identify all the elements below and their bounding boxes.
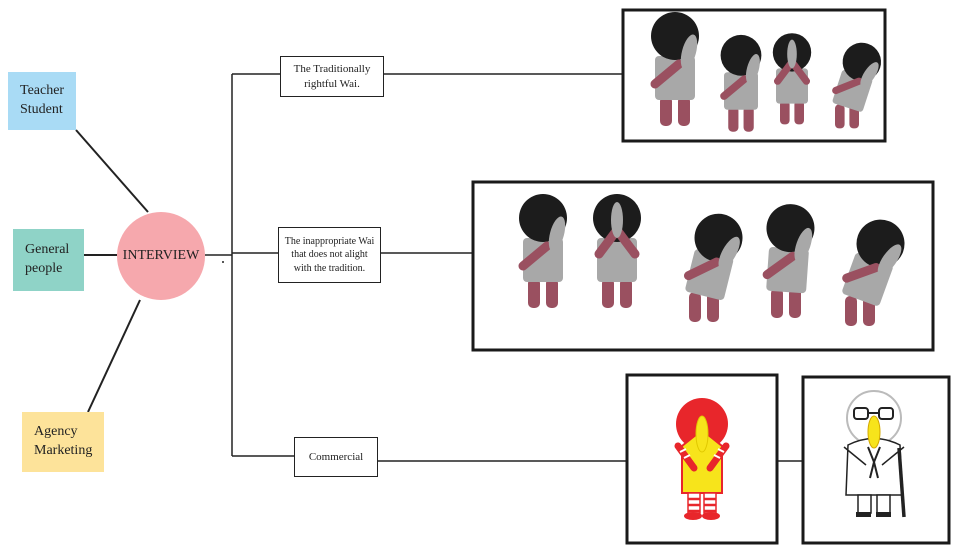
category-box-traditional: The Traditionally rightful Wai. [280, 56, 384, 97]
source-label-line: Teacher [20, 83, 65, 99]
source-label-line: General [25, 242, 70, 258]
category-label-line: rightful Wai. [304, 77, 360, 90]
category-box-commercial: Commercial [294, 437, 378, 477]
hub-label: INTERVIEW [122, 247, 200, 263]
source-box-agency-marketing: Agency Marketing [22, 412, 104, 472]
source-label-line: people [25, 261, 63, 276]
category-label-line: with the tradition. [293, 262, 366, 274]
category-label-line: that does not alight [291, 249, 368, 261]
source-label-line: Marketing [34, 443, 93, 458]
category-box-inappropriate: The inappropriate Wai that does not alig… [278, 227, 381, 283]
source-box-general-people: General people [13, 229, 84, 291]
category-label-line: The inappropriate Wai [284, 235, 375, 247]
source-label-line: Student [20, 102, 63, 117]
category-label-line: Commercial [308, 450, 364, 463]
source-box-teacher-student: Teacher Student [8, 72, 76, 130]
interview-hub: INTERVIEW [117, 212, 205, 300]
source-label-line: Agency [34, 424, 78, 440]
category-label-line: The Traditionally [293, 62, 371, 75]
